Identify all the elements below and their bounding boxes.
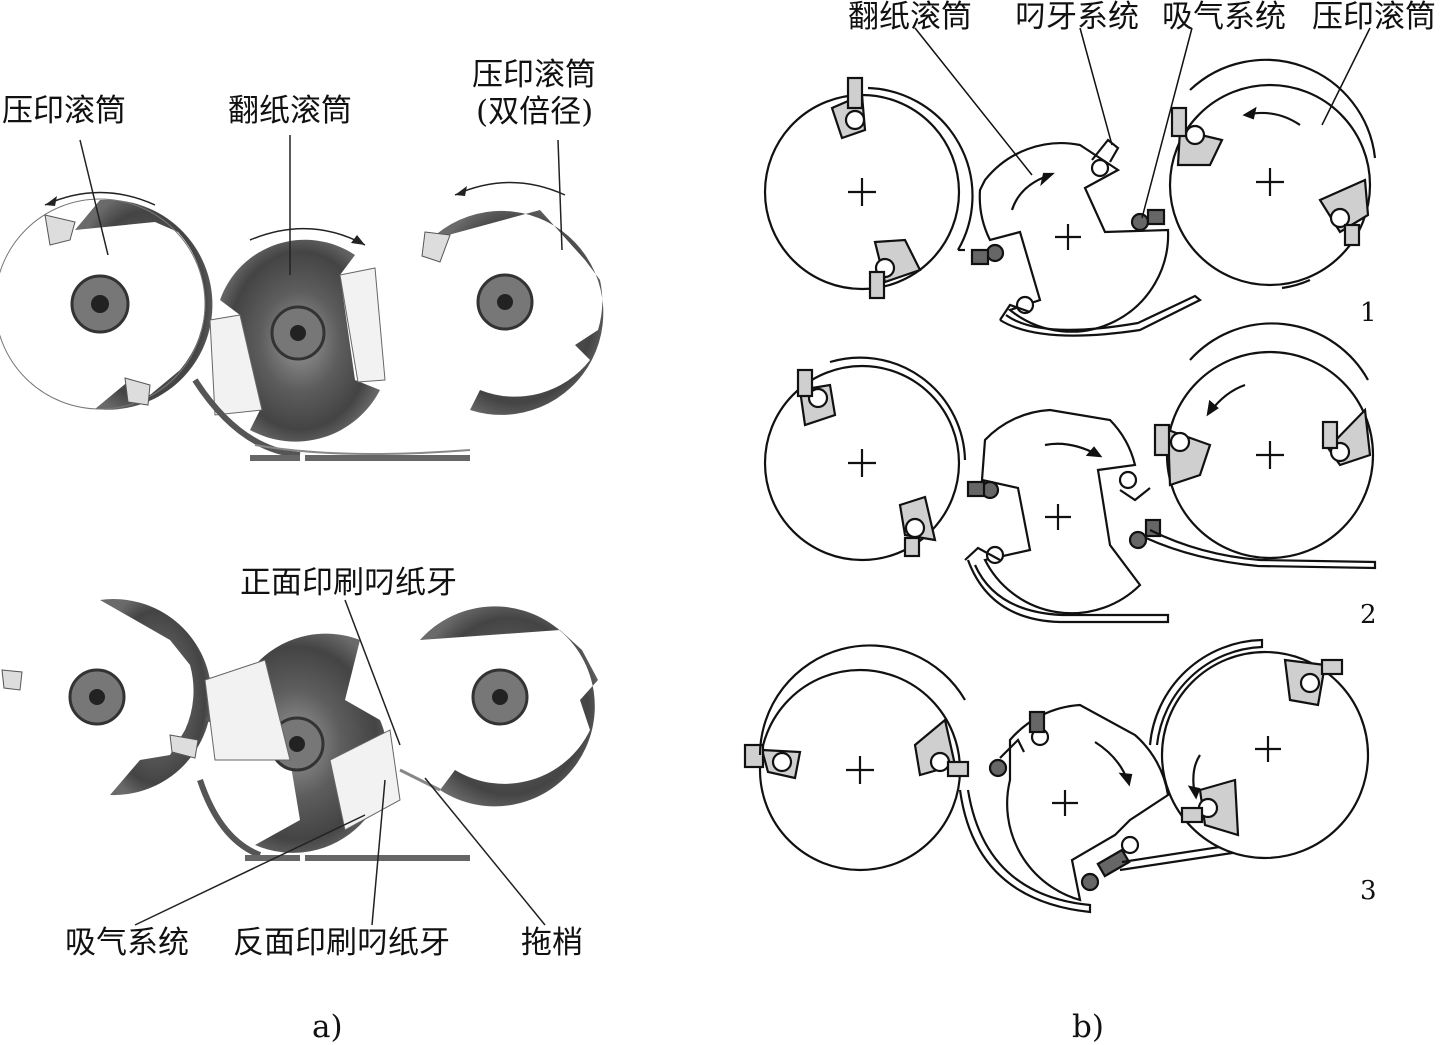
a-top-transfer-cylinder [209, 239, 386, 442]
a-top-right-impression-cylinder [421, 210, 604, 415]
panel-a-bottom-row [1, 599, 598, 926]
label-a-back-gripper: 反面印刷叼纸牙 [233, 925, 450, 961]
label-a-front-gripper: 正面印刷叼纸牙 [240, 565, 457, 601]
panel-b-step-2 [763, 322, 1377, 624]
caption-a: a) [312, 1009, 343, 1045]
step-number-1: 1 [1360, 298, 1377, 328]
label-a-double-diameter: (双倍径) [476, 94, 594, 130]
label-b-gripper-system: 叼牙系统 [1015, 0, 1139, 35]
panel-b-step-3 [743, 638, 1370, 914]
panel-a-top-row [0, 135, 604, 461]
label-a-suction-system: 吸气系统 [65, 925, 189, 961]
a-bottom-transfer-cylinder [204, 633, 401, 853]
label-b-impression-cylinder: 压印滚筒 [1312, 0, 1436, 35]
a-bottom-right-impression-cylinder [420, 606, 598, 807]
label-a-transfer-cylinder: 翻纸滚筒 [228, 93, 352, 129]
label-a-left-impression-cylinder: 压印滚筒 [2, 93, 126, 129]
panel-a [0, 135, 604, 926]
label-a-right-impression-cylinder: 压印滚筒 [472, 57, 596, 93]
label-a-tail-drag: 拖梢 [521, 925, 583, 961]
step-number-3: 3 [1360, 876, 1377, 906]
panel-b-step-1 [763, 58, 1377, 337]
caption-b: b) [1072, 1009, 1104, 1045]
label-b-suction-system: 吸气系统 [1162, 0, 1286, 35]
label-b-transfer-cylinder: 翻纸滚筒 [848, 0, 972, 35]
panel-b [743, 27, 1377, 914]
step-number-2: 2 [1360, 600, 1377, 630]
a-bottom-left-impression-cylinder [1, 599, 212, 796]
a-top-left-impression-cylinder [0, 198, 213, 410]
